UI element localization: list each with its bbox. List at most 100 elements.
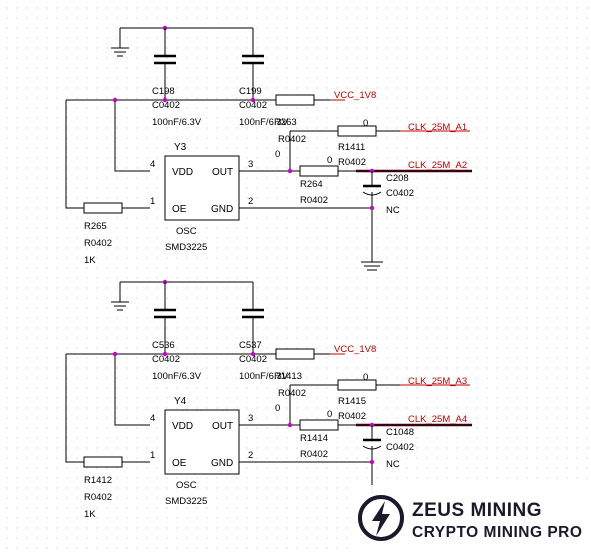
pin-name-gnd: GND [211, 204, 233, 215]
pin-number: 3 [248, 159, 253, 170]
resistor-oe [83, 202, 123, 214]
cap-value: 100nF/6.3V [239, 371, 289, 382]
pin-name-oe: OE [172, 204, 187, 215]
junction [112, 97, 118, 103]
junction [250, 97, 256, 103]
resistor-value: 1K [84, 509, 96, 520]
watermark-line-2: CRYPTO MINING PRO [412, 524, 582, 541]
resistor-package: R0402 [278, 388, 306, 399]
resistor-package: R0402 [84, 492, 112, 503]
resistor-ref: R1411 [338, 142, 365, 153]
resistor-package: R0402 [338, 157, 366, 168]
cap-ref: C1048 [386, 427, 414, 438]
oscillator-package: SMD3225 [165, 242, 207, 253]
net-label: CLK_25M_A2 [408, 160, 467, 171]
junction [287, 168, 293, 174]
oscillator-chip [164, 155, 240, 221]
capacitor-2 [242, 28, 264, 100]
cap-value: 100nF/6.3V [152, 371, 202, 382]
resistor-value: 0 [363, 372, 368, 383]
resistor-out-2 [299, 419, 339, 431]
pin-number: 3 [248, 413, 253, 424]
resistor-out-1 [337, 379, 377, 391]
cap-ref: C199 [239, 86, 262, 97]
oscillator-type: OSC [176, 480, 197, 491]
net-label: VCC_1V8 [334, 90, 376, 101]
vdd-rail [65, 99, 330, 209]
capacitor-2 [242, 282, 264, 354]
capacitor-nc [362, 425, 382, 494]
net-label: VCC_1V8 [334, 344, 376, 355]
cap-package: C0402 [239, 354, 267, 365]
pin-name-vdd: VDD [172, 421, 193, 432]
pin-name-oe: OE [172, 458, 187, 469]
cap-package: C0402 [152, 354, 180, 365]
vdd-rail [65, 353, 330, 463]
junction [112, 351, 118, 357]
ground-symbol [111, 282, 129, 311]
oscillator-chip [164, 409, 240, 475]
cap-value: NC [386, 205, 400, 216]
cap-ref: C536 [152, 340, 175, 351]
resistor-ref: R1412 [84, 475, 112, 486]
resistor-package: R0402 [338, 411, 366, 422]
cap-ref: C208 [386, 173, 409, 184]
capacitor-1 [154, 28, 176, 100]
resistor-out-1 [337, 125, 377, 137]
resistor-ref: R263 [274, 117, 297, 128]
watermark-logo: ZEUS MINING CRYPTO MINING PRO [355, 485, 591, 557]
pin-number: 1 [150, 196, 155, 207]
resistor-out-2 [299, 165, 339, 177]
pin-name-vdd: VDD [172, 167, 193, 178]
resistor-ref: R1415 [338, 396, 366, 407]
capacitor-nc [361, 171, 383, 271]
oscillator-ref: Y3 [174, 142, 187, 153]
cap-value: 100nF/6.3V [152, 117, 202, 128]
oscillator-ref: Y4 [174, 396, 187, 407]
capacitor-1 [154, 282, 176, 354]
pin-number: 2 [248, 196, 253, 207]
junction [250, 351, 256, 357]
resistor-value: 0 [275, 149, 280, 160]
resistor-package: R0402 [278, 134, 306, 145]
cap-value: 100nF/6.3V [239, 117, 289, 128]
junction [162, 97, 168, 103]
resistor-ref: R1414 [300, 433, 328, 444]
pin-name-out: OUT [212, 421, 233, 432]
pin-number: 2 [248, 450, 253, 461]
resistor-ref: R265 [84, 221, 107, 232]
resistor-value: 1K [84, 255, 96, 266]
oscillator-circuit-2: C536 C0402 100nF/6.3V C537 C0402 100nF/6… [65, 279, 472, 520]
oscillator-type: OSC [176, 226, 197, 237]
cap-ref: C537 [239, 340, 262, 351]
cap-package: C0402 [152, 100, 180, 111]
junction [369, 459, 375, 465]
net-label: CLK_25M_A3 [408, 376, 467, 387]
oscillator-package: SMD3225 [165, 496, 207, 507]
resistor-vcc [275, 348, 315, 360]
pin-number: 1 [150, 450, 155, 461]
cap-ref: C198 [152, 86, 175, 97]
net-label: CLK_25M_A4 [408, 414, 467, 425]
junction [162, 351, 168, 357]
resistor-ref: R264 [300, 179, 323, 190]
junction [369, 205, 375, 211]
resistor-oe [83, 456, 123, 468]
watermark-line-1: ZEUS MINING [412, 500, 542, 521]
pin-name-gnd: GND [211, 458, 233, 469]
net-label: CLK_25M_A1 [408, 122, 467, 133]
resistor-package: R0402 [300, 449, 328, 460]
resistor-value: 0 [327, 409, 332, 420]
resistor-vcc [275, 94, 315, 106]
junction [287, 422, 293, 428]
resistor-value: 0 [327, 155, 332, 166]
resistor-ref: R1413 [274, 371, 302, 382]
resistor-package: R0402 [84, 238, 112, 249]
cap-value: NC [386, 459, 400, 470]
ground-symbol [111, 28, 129, 57]
cap-package: C0402 [239, 100, 267, 111]
pin-number: 4 [150, 159, 155, 170]
lightning-bolt-icon [358, 495, 404, 541]
pin-number: 4 [150, 413, 155, 424]
